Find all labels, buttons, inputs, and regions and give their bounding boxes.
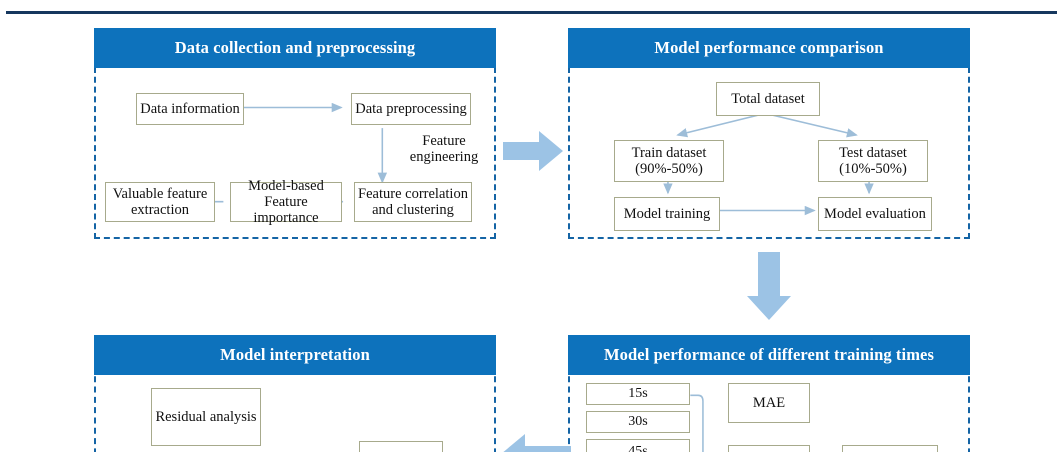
panel-training-times-title: Model performance of different training … xyxy=(568,335,970,375)
panel-model-performance: Model performance comparison Total dat xyxy=(568,28,970,239)
panel-model-performance-title: Model performance comparison xyxy=(568,28,970,68)
node-metric-second[interactable] xyxy=(728,445,810,452)
node-train-dataset[interactable]: Train dataset (90%-50%) xyxy=(614,140,724,182)
node-final-model[interactable]: Final model xyxy=(359,441,443,452)
panel-model-interpretation-body: Residual analysis Final model xyxy=(96,337,494,452)
panel-training-times: Model performance of different training … xyxy=(568,335,970,452)
node-residual-analysis[interactable]: Residual analysis xyxy=(151,388,261,446)
panel-training-times-body: 15s 30s 45s MAE xyxy=(570,337,968,452)
block-arrow-times-to-interp xyxy=(503,434,571,452)
node-feature-correlation-and-clustering[interactable]: Feature correlation and clustering xyxy=(354,182,472,222)
node-model-training[interactable]: Model training xyxy=(614,197,720,231)
panel-data-collection-body: Data information Data preprocessing Feat… xyxy=(96,30,494,237)
node-time-45s[interactable]: 45s xyxy=(586,439,690,452)
caption-feature-engineering: Feature engineering xyxy=(409,133,479,166)
node-data-preprocessing[interactable]: Data preprocessing xyxy=(351,93,471,125)
block-arrow-model-to-times xyxy=(747,252,791,320)
node-time-15s[interactable]: 15s xyxy=(586,383,690,405)
node-test-dataset[interactable]: Test dataset (10%-50%) xyxy=(818,140,928,182)
node-total-dataset[interactable]: Total dataset xyxy=(716,82,820,116)
node-model-evaluation[interactable]: Model evaluation xyxy=(818,197,932,231)
node-metric-third[interactable] xyxy=(842,445,938,452)
node-data-information[interactable]: Data information xyxy=(136,93,244,125)
panel-model-interpretation-title: Model interpretation xyxy=(94,335,496,375)
block-arrow-data-to-model xyxy=(503,131,563,171)
panel-data-collection: Data collection and preprocessing Data i… xyxy=(94,28,496,239)
header-rule xyxy=(6,11,1057,14)
node-time-30s[interactable]: 30s xyxy=(586,411,690,433)
panel-data-collection-title: Data collection and preprocessing xyxy=(94,28,496,68)
node-valuable-feature-extraction[interactable]: Valuable feature extraction xyxy=(105,182,215,222)
node-metric-mae[interactable]: MAE xyxy=(728,383,810,423)
node-model-based-feature-importance[interactable]: Model-based Feature importance xyxy=(230,178,342,226)
panel-model-performance-body: Total dataset Train dataset (90%-50%) Te… xyxy=(570,30,968,237)
panel-model-interpretation: Model interpretation Residual analysis F… xyxy=(94,335,496,452)
